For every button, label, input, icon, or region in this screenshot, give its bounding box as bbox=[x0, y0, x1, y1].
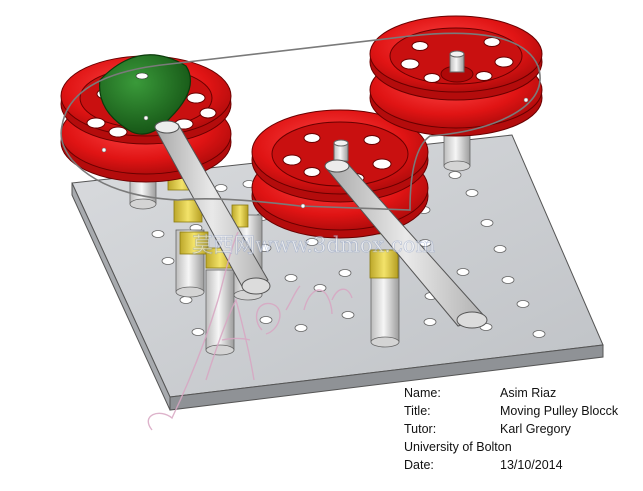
institution-row: University of Bolton bbox=[404, 438, 639, 456]
name-value: Asim Riaz bbox=[500, 386, 557, 400]
text-watermark: 莫西网www.3dmox.com bbox=[192, 233, 435, 257]
date-row: Date: 13/10/2014 bbox=[404, 456, 639, 474]
right-slider-bar bbox=[324, 159, 488, 329]
tutor-value: Karl Gregory bbox=[500, 422, 571, 436]
title-value: Moving Pulley Blocck bbox=[500, 404, 619, 418]
left-slider-bar bbox=[154, 120, 271, 295]
title-block: Name: Asim Riaz Title: Moving Pulley Blo… bbox=[404, 384, 639, 474]
right-pulley bbox=[369, 15, 543, 137]
title-label: Title: bbox=[404, 404, 431, 418]
title-row: Title: Moving Pulley Blocck bbox=[404, 402, 639, 420]
tutor-row: Tutor: Karl Gregory bbox=[404, 420, 639, 438]
date-value: 13/10/2014 bbox=[500, 458, 563, 472]
tutor-label: Tutor: bbox=[404, 422, 437, 436]
institution-name: University of Bolton bbox=[404, 440, 512, 454]
signature-watermark bbox=[147, 231, 353, 431]
belt-points bbox=[101, 97, 529, 209]
date-label: Date: bbox=[404, 458, 434, 472]
drive-belt bbox=[60, 32, 541, 211]
name-row: Name: Asim Riaz bbox=[404, 384, 639, 402]
green-cam bbox=[99, 54, 191, 135]
name-label: Name: bbox=[404, 386, 441, 400]
